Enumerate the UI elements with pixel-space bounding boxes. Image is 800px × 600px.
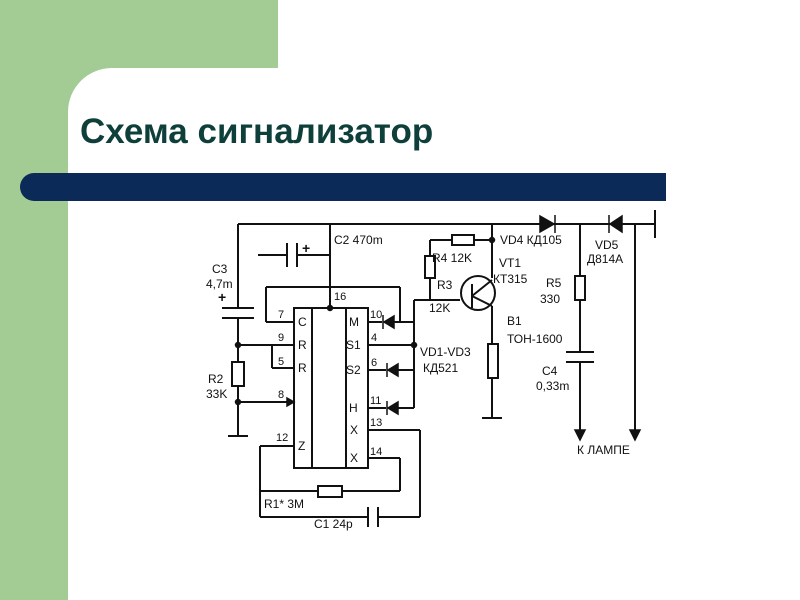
pin-6: 6 (371, 357, 377, 369)
slide-title: Схема сигнализатор (80, 112, 434, 151)
buzzer-b1 (487, 343, 499, 379)
pin-9: 9 (278, 332, 284, 344)
arrow-pin8 (286, 396, 296, 408)
pin-7: 7 (278, 309, 284, 321)
arrow-lamp-right (628, 429, 642, 442)
resistor-r1 (317, 485, 343, 498)
label-c4-value: 0,33m (536, 379, 569, 393)
pin-12: 12 (276, 432, 288, 444)
green-left-strip (0, 0, 68, 600)
junction-s1 (410, 341, 418, 349)
slide-content-area (68, 68, 800, 600)
chip-label-r1: R (298, 338, 307, 352)
diode-vd5 (608, 214, 623, 234)
label-r4: R4 12K (432, 251, 472, 265)
title-underline-bar (20, 173, 666, 201)
label-b1-value: ТОН-1600 (507, 332, 563, 346)
chip-label-s1: S1 (346, 338, 361, 352)
label-vd5: VD5 (595, 238, 619, 252)
chip-label-s2: S2 (346, 363, 361, 377)
pin-10: 10 (370, 309, 382, 321)
schematic-diodes (234, 214, 642, 442)
label-r3-value: 12K (429, 301, 450, 315)
label-vd1-vd3-value: КД521 (423, 361, 458, 375)
pin-13: 13 (370, 417, 382, 429)
pin-5: 5 (278, 356, 284, 368)
label-c2: C2 470m (334, 233, 383, 247)
resistor-r5 (574, 275, 586, 301)
label-vd1-vd3: VD1-VD3 (420, 345, 471, 359)
chip-label-z: Z (298, 439, 305, 453)
polarity-plus-c2: + (302, 240, 310, 256)
label-vt1-value: КТ315 (493, 272, 528, 286)
schematic-parts (231, 234, 586, 498)
chip-label-r2: R (298, 361, 307, 375)
chip-label-x2: X (350, 451, 358, 465)
transistor-vt1 (460, 275, 496, 311)
label-r5: R5 (546, 276, 562, 290)
chip-pins: 16 7 9 5 8 12 10 4 6 11 13 14 (276, 291, 382, 458)
junction-pin16 (326, 304, 334, 312)
label-r1: R1* 3M (264, 497, 304, 511)
diode-vd1 (382, 314, 395, 330)
label-c3-value: 4,7m (206, 277, 233, 291)
junction-pin8 (234, 398, 242, 406)
label-c1: C1 24p (314, 517, 353, 531)
chip-label-m: M (349, 315, 359, 329)
diode-vd4 (539, 214, 556, 234)
schematic-components (222, 243, 594, 527)
label-c3: C3 (212, 262, 228, 276)
resistor-r4 (451, 234, 475, 246)
label-r2-value: 33K (206, 387, 227, 401)
label-r3: R3 (437, 278, 453, 292)
label-b1: B1 (507, 314, 522, 328)
resistor-r3 (424, 255, 436, 279)
label-r5-value: 330 (540, 292, 560, 306)
label-vd4: VD4 КД105 (500, 233, 562, 247)
chip-labels: C R R Z M S1 S2 H X X (298, 315, 361, 465)
pin-16: 16 (334, 291, 346, 303)
label-to-lamp: К ЛАМПЕ (577, 443, 630, 457)
chip-label-h: H (349, 401, 358, 415)
chip-label-x1: X (350, 423, 358, 437)
label-r2: R2 (208, 372, 224, 386)
pin-14: 14 (370, 446, 382, 458)
diode-vd2 (386, 362, 399, 378)
junction-pin9 (234, 341, 242, 349)
schematic-wires (228, 210, 656, 518)
label-c4: C4 (542, 364, 558, 378)
diode-vd3 (386, 400, 399, 416)
pin-8: 8 (278, 389, 284, 401)
arrow-lamp-left (573, 429, 587, 442)
label-vt1: VT1 (499, 256, 521, 270)
schematic-text: C2 470m + C3 4,7m + R2 33K R4 12K R3 12K… (206, 233, 630, 531)
label-vd5-value: Д814А (587, 252, 623, 266)
pin-11: 11 (370, 395, 381, 407)
resistor-r2 (231, 361, 245, 387)
pin-4: 4 (371, 332, 377, 344)
chip-label-c: C (298, 315, 307, 329)
polarity-plus-c3: + (218, 289, 226, 305)
junction-r4 (488, 236, 496, 244)
